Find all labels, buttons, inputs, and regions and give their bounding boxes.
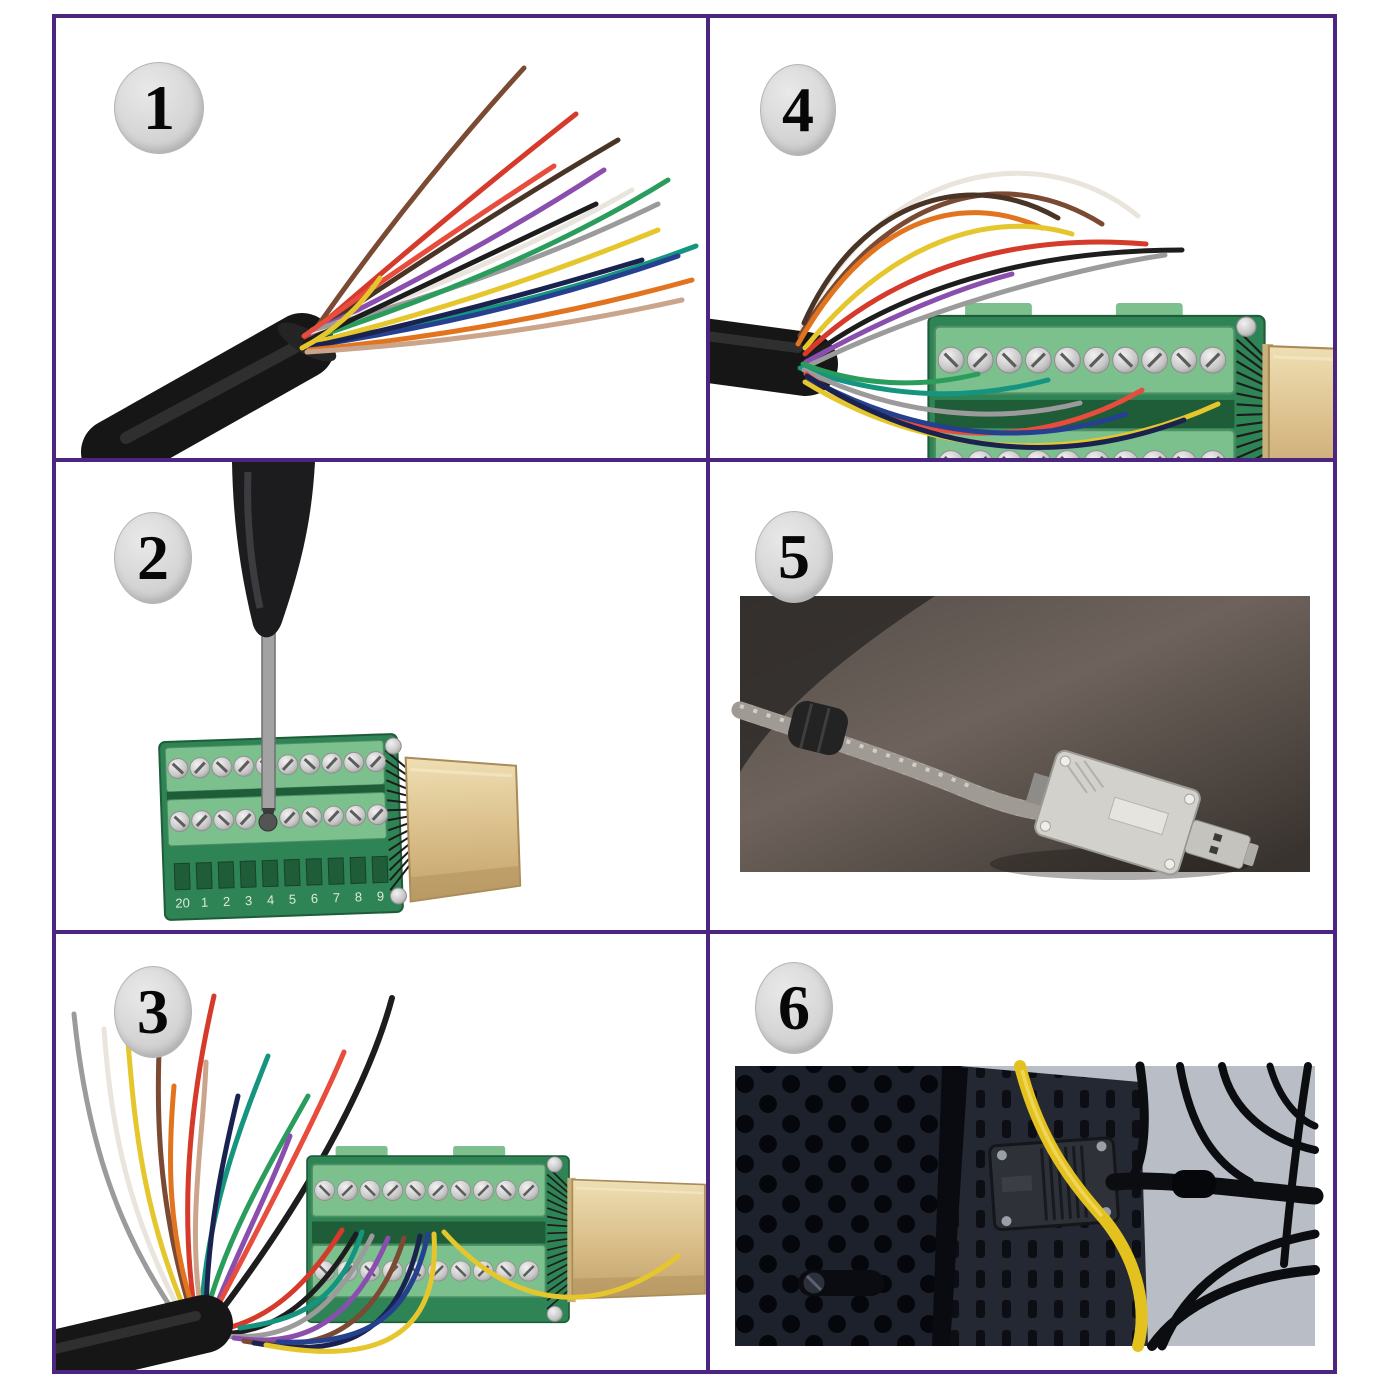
pin-label: 1 [201, 895, 209, 910]
vertical-divider [706, 18, 710, 1370]
step-1-number: 1 [143, 72, 175, 143]
pin-label: 9 [377, 888, 385, 903]
pin-fan [384, 749, 411, 891]
horizontal-divider-2 [56, 930, 1333, 934]
wired-board-illustration [710, 170, 1333, 458]
fanned-wires-board-illustration [56, 993, 706, 1370]
ferrite-bead [787, 700, 849, 756]
panel-step-2: 20 1 2 3 4 5 6 7 8 9 [56, 462, 706, 930]
pc-back-photo [735, 1060, 1324, 1352]
mount-screw [389, 887, 407, 905]
pin-number-row: 20 1 2 3 4 5 6 7 8 9 [175, 888, 384, 910]
step-2-badge: 2 [114, 512, 192, 604]
hdmi-connector [404, 756, 522, 903]
shell-shadow [990, 848, 1250, 880]
grid-frame: 1 [52, 14, 1337, 1374]
cable-jacket [710, 318, 838, 396]
photo-step-5 [731, 596, 1310, 880]
screwdriver [232, 462, 315, 832]
pin-label: 4 [267, 892, 275, 907]
pin-label: 3 [245, 893, 253, 908]
thumbscrew-latch [798, 1270, 884, 1296]
step-6-number: 6 [778, 972, 810, 1043]
table-edge-shadow [740, 596, 935, 772]
panel-gap [932, 1066, 968, 1346]
connector-label [1001, 1175, 1033, 1193]
handle-highlight [244, 471, 264, 609]
breakout-board [306, 1145, 706, 1324]
wire-droop-bundle [205, 1227, 681, 1354]
pin-label: 8 [355, 889, 363, 904]
shell-scratches [1067, 760, 1105, 794]
mount-screw [384, 737, 402, 755]
pin-label: 2 [223, 894, 231, 909]
panel-step-3: 3 [56, 934, 706, 1370]
step-5-number: 5 [778, 521, 810, 592]
pc-side-panel [735, 1066, 962, 1346]
step-1-badge: 1 [114, 62, 204, 154]
wire-entry-notches [173, 855, 389, 891]
step-4-badge: 4 [760, 64, 836, 156]
screwdriver-handle [232, 462, 315, 638]
panel-step-6: 6 [710, 934, 1333, 1370]
screwdriver-board-illustration: 20 1 2 3 4 5 6 7 8 9 [158, 462, 522, 921]
hdmi-plug [1184, 819, 1259, 869]
step-2-number: 2 [137, 522, 169, 593]
terminal-gap [166, 784, 385, 800]
horizontal-divider-1 [56, 458, 1333, 462]
step-6-badge: 6 [755, 962, 833, 1054]
shell-label [1107, 796, 1170, 836]
step-4-number: 4 [782, 74, 814, 145]
ferrite-bead [1172, 1170, 1216, 1198]
pin-label: 7 [333, 890, 341, 905]
panel-step-5: 5 [710, 462, 1333, 930]
panel-step-4: 4 [710, 18, 1333, 458]
connector-shell [1025, 749, 1259, 876]
outgoing-cable [1105, 1170, 1324, 1205]
step-5-badge: 5 [755, 511, 833, 603]
numbered-breakout-board: 20 1 2 3 4 5 6 7 8 9 [158, 733, 522, 921]
cable-jacket [56, 1295, 233, 1370]
driven-screw [258, 812, 278, 832]
yellow-cable [1014, 1060, 1148, 1352]
pin-label: 6 [311, 891, 319, 906]
stripped-cable-illustration [81, 65, 699, 458]
wire-fan [299, 65, 699, 355]
wire-loops [795, 170, 1221, 450]
step-3-badge: 3 [114, 966, 192, 1058]
pin-label: 5 [289, 892, 297, 907]
panel-step-1: 1 [56, 18, 706, 458]
screwdriver-shaft [261, 627, 276, 811]
photo-step-6 [735, 1060, 1324, 1352]
step-3-number: 3 [137, 976, 169, 1047]
assembled-cable-photo [731, 596, 1310, 880]
pin-label: 20 [175, 895, 190, 910]
